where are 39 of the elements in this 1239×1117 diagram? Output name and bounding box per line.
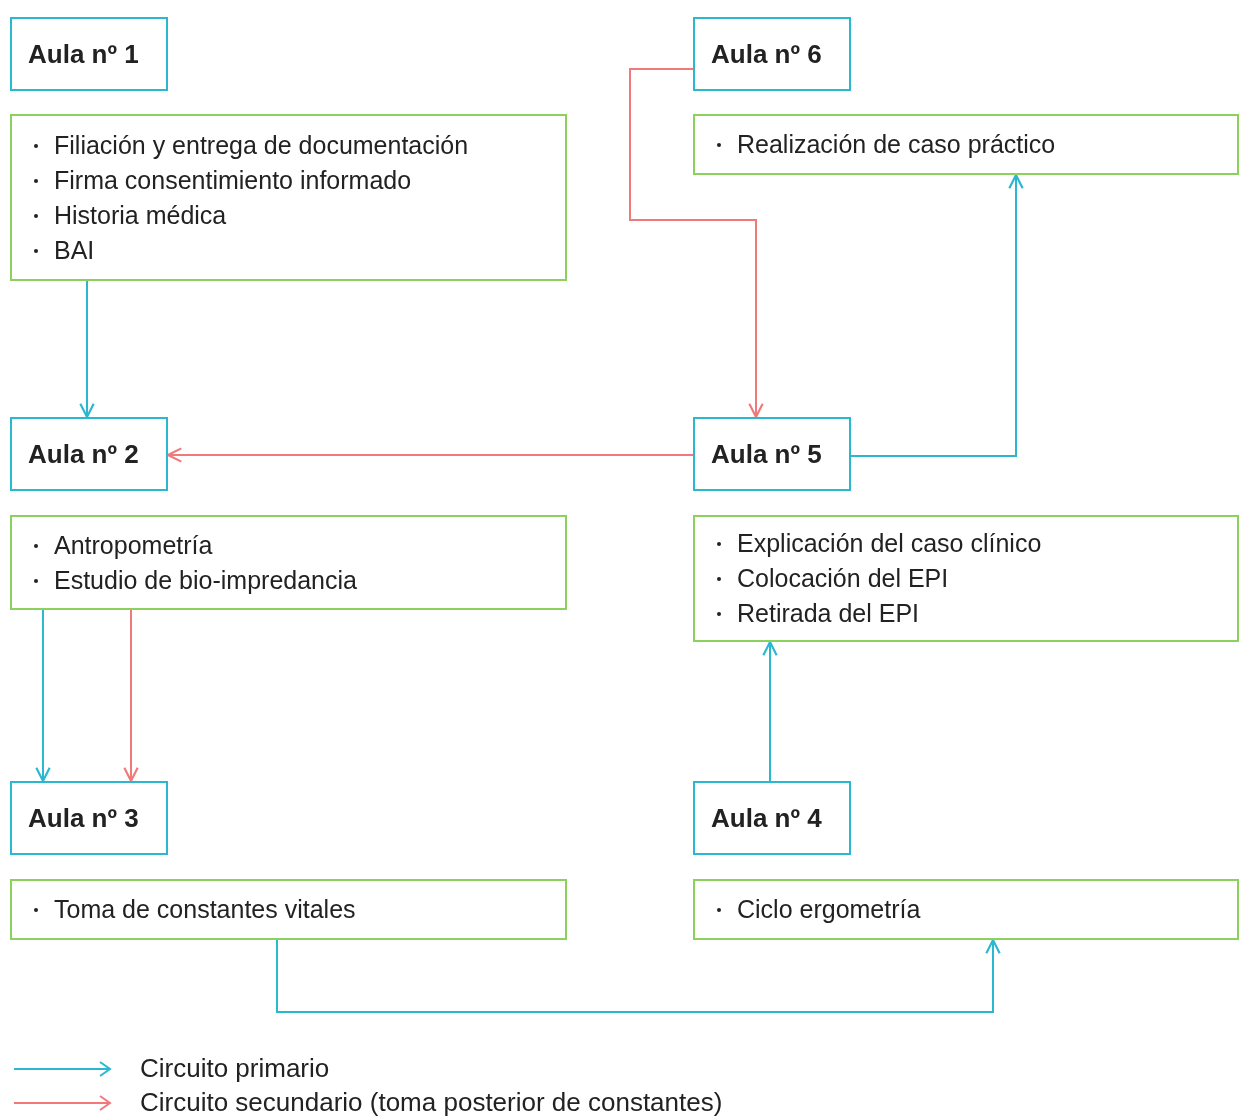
arrow bbox=[850, 173, 1024, 457]
room-box bbox=[693, 17, 851, 91]
room-label: Aula nº 3 bbox=[28, 802, 140, 834]
task-list-box bbox=[693, 879, 1239, 940]
bullet-item: Historia médica bbox=[32, 197, 545, 233]
bullet-item: Firma consentimiento informado bbox=[32, 162, 545, 198]
bullet-item: Antropometría bbox=[32, 527, 545, 563]
task-list-box bbox=[693, 515, 1239, 642]
legend-label: Circuito secundario (toma posterior de constantes) bbox=[140, 1087, 723, 1117]
room-box bbox=[693, 781, 851, 855]
legend-label: Circuito primario bbox=[140, 1053, 330, 1084]
arrow bbox=[762, 640, 778, 782]
room-label: Aula nº 5 bbox=[711, 438, 823, 470]
room-label: Aula nº 2 bbox=[28, 438, 140, 470]
room-label: Aula nº 4 bbox=[711, 802, 823, 834]
arrow bbox=[276, 938, 1001, 1013]
bullet-item: BAI bbox=[32, 232, 545, 268]
task-list-box bbox=[10, 114, 567, 281]
bullet-item: Explicación del caso clínico bbox=[715, 526, 1217, 561]
room-box bbox=[10, 781, 168, 855]
bullet-item: Filiación y entrega de documentación bbox=[32, 127, 545, 163]
arrow bbox=[35, 609, 51, 783]
task-list-box bbox=[693, 114, 1239, 175]
room-label: Aula nº 1 bbox=[28, 38, 140, 70]
bullet-item: Estudio de bio-impredancia bbox=[32, 562, 545, 598]
room-box bbox=[10, 17, 168, 91]
arrow bbox=[79, 280, 95, 419]
room-box bbox=[693, 417, 851, 491]
task-list-box bbox=[10, 515, 567, 610]
room-box bbox=[10, 417, 168, 491]
bullet-item: Retirada del EPI bbox=[715, 596, 1217, 631]
bullet-item: Realización de caso práctico bbox=[715, 127, 1217, 162]
arrow bbox=[629, 68, 764, 419]
room-label: Aula nº 6 bbox=[711, 38, 823, 70]
bullet-item: Colocación del EPI bbox=[715, 561, 1217, 596]
bullet-item: Ciclo ergometría bbox=[715, 892, 1217, 927]
bullet-item: Toma de constantes vitales bbox=[32, 892, 545, 927]
task-list-box bbox=[10, 879, 567, 940]
arrow bbox=[123, 609, 139, 783]
